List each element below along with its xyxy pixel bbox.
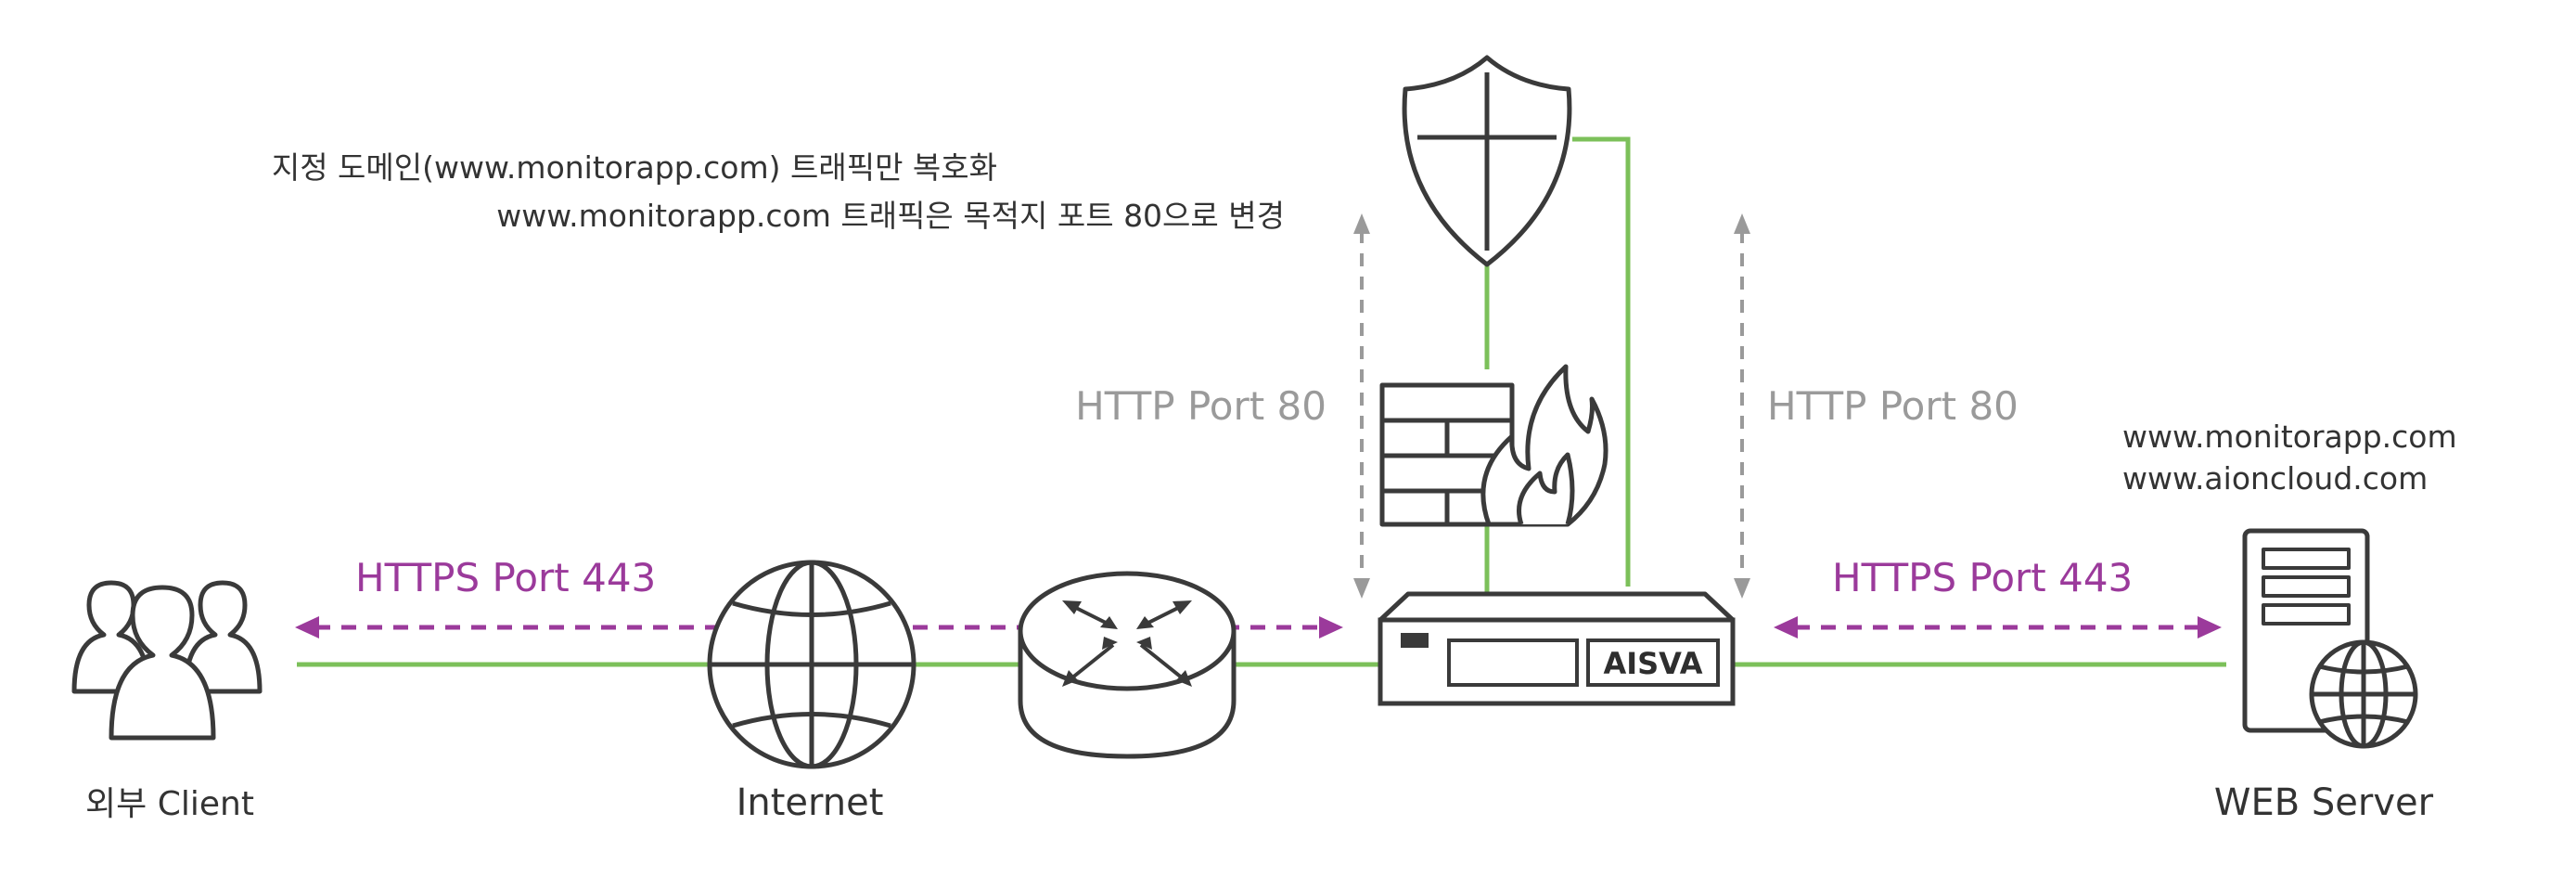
server-domain-2: www.aioncloud.com <box>2122 460 2428 497</box>
server-domain-1: www.monitorapp.com <box>2122 419 2457 455</box>
aisva-label-box <box>1586 638 1720 687</box>
internet-globe-icon <box>707 560 916 769</box>
aisva-appliance: AISVA <box>1378 591 1736 706</box>
aisva-display-panel <box>1447 638 1579 687</box>
http-port-label-left: HTTP Port 80 <box>1075 383 1326 429</box>
network-links <box>297 136 2226 667</box>
https-port-label-right: HTTPS Port 443 <box>1832 555 2133 600</box>
https-port-label-left: HTTPS Port 443 <box>355 555 656 600</box>
router-icon <box>1018 571 1237 759</box>
note-line-1: 지정 도메인(www.monitorapp.com) 트래픽만 복호화 <box>272 149 997 186</box>
aisva-led <box>1401 633 1429 648</box>
note-line-2: www.monitorapp.com 트래픽은 목적지 포트 80으로 변경 <box>496 198 1285 234</box>
aisva-label: AISVA <box>1603 646 1702 681</box>
client-icon <box>71 580 263 741</box>
http-arrows <box>1353 213 1750 599</box>
server-label: WEB Server <box>2214 781 2434 824</box>
client-label: 외부 Client <box>85 785 254 823</box>
internet-label: Internet <box>737 781 884 824</box>
firewall-icon <box>1379 364 1608 527</box>
shield-icon <box>1402 55 1572 267</box>
http-port-label-right: HTTP Port 80 <box>1767 383 2019 429</box>
link-shield-aisva-return <box>1572 136 1631 587</box>
web-server-icon <box>2242 528 2418 749</box>
https-arrows <box>295 616 2222 638</box>
